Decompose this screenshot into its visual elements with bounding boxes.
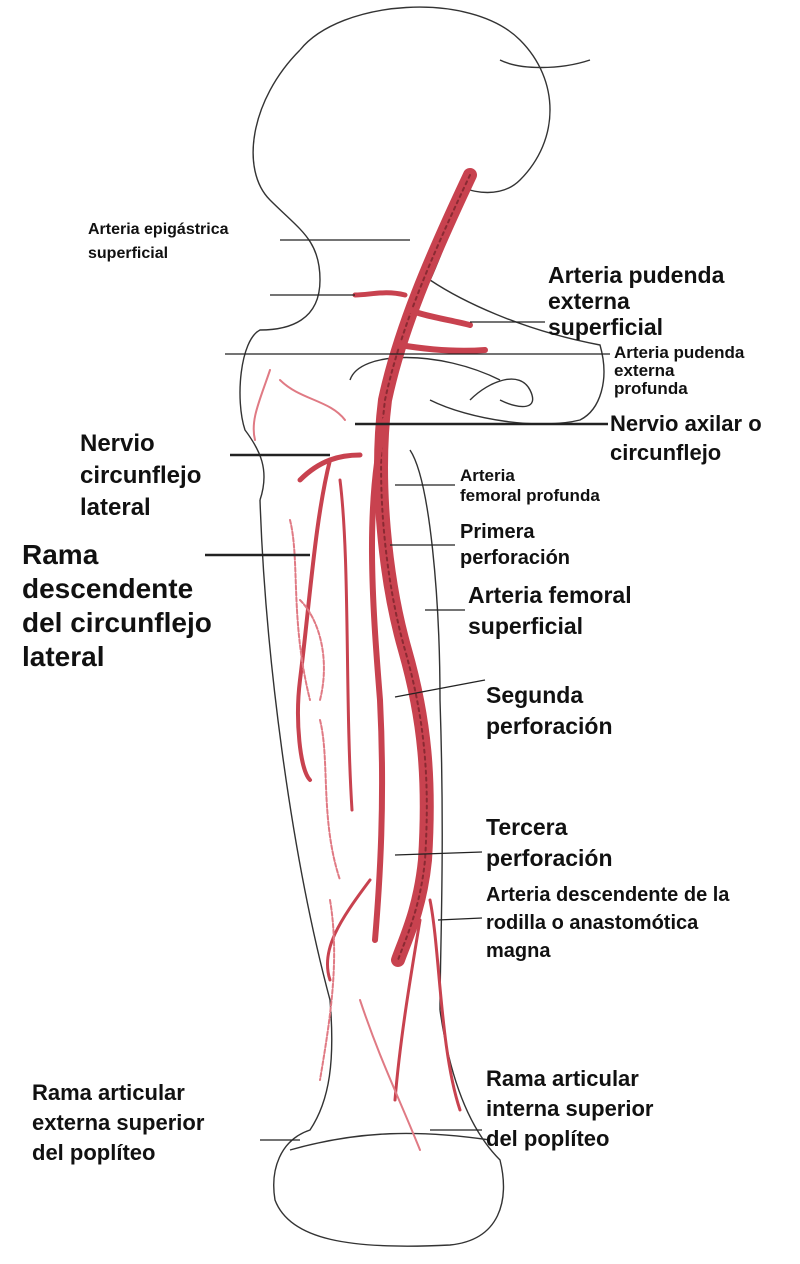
label-line: superficial bbox=[468, 613, 584, 639]
label-line: Nervio axilar o bbox=[610, 411, 762, 436]
label-rama-articular-externa: Rama articular externa superior del popl… bbox=[32, 1078, 204, 1168]
label-arteria-epigastrica-superficial: Arteria epigástrica superficial bbox=[88, 218, 229, 266]
label-primera-perforacion: Primera perforación bbox=[460, 519, 570, 571]
label-line: femoral profunda bbox=[460, 486, 600, 505]
label-line: Nervio bbox=[80, 430, 155, 457]
label-line: externa bbox=[548, 288, 630, 314]
label-line: perforación bbox=[486, 845, 613, 871]
label-line: Primera bbox=[460, 521, 535, 543]
label-line: Arteria pudenda bbox=[614, 343, 745, 362]
label-line: externa bbox=[614, 361, 675, 380]
label-line: Arteria epigástrica bbox=[88, 221, 229, 238]
label-line: Segunda bbox=[486, 682, 584, 708]
label-line: rodilla o anastomótica bbox=[486, 912, 699, 934]
label-line: lateral bbox=[22, 641, 105, 672]
label-line: superficial bbox=[548, 314, 664, 340]
label-line: externa superior bbox=[32, 1110, 205, 1135]
label-line: Arteria descendente de la bbox=[486, 884, 730, 906]
leader-lines bbox=[205, 239, 610, 1141]
label-nervio-axilar: Nervio axilar o circunflejo bbox=[610, 409, 762, 467]
label-arteria-femoral-profunda: Arteria femoral profunda bbox=[460, 466, 600, 506]
label-line: Rama bbox=[22, 539, 99, 570]
label-arteria-pudenda-externa-superficial: Arteria pudenda externa superficial bbox=[548, 262, 724, 340]
label-line: lateral bbox=[80, 494, 151, 521]
label-arteria-femoral-superficial: Arteria femoral superficial bbox=[468, 580, 632, 642]
label-line: perforación bbox=[486, 713, 613, 739]
label-line: circunflejo bbox=[610, 440, 722, 465]
label-line: Rama articular bbox=[32, 1080, 185, 1105]
label-line: perforación bbox=[460, 547, 571, 569]
label-line: superficial bbox=[88, 245, 169, 262]
label-segunda-perforacion: Segunda perforación bbox=[486, 680, 613, 742]
label-line: Arteria bbox=[460, 466, 515, 485]
label-line: Arteria femoral bbox=[468, 582, 632, 608]
label-line: Arteria pudenda bbox=[548, 262, 725, 288]
label-line: descendente bbox=[22, 573, 194, 604]
label-arteria-descendente-rodilla: Arteria descendente de la rodilla o anas… bbox=[486, 881, 729, 965]
label-line: del circunflejo bbox=[22, 607, 212, 638]
label-line: del poplíteo bbox=[32, 1140, 156, 1165]
label-line: profunda bbox=[614, 379, 688, 398]
label-rama-descendente: Rama descendente del circunflejo lateral bbox=[22, 538, 212, 674]
label-line: Tercera bbox=[486, 814, 568, 840]
label-tercera-perforacion: Tercera perforación bbox=[486, 812, 613, 874]
label-line: magna bbox=[486, 940, 551, 962]
arteries bbox=[252, 168, 488, 1151]
label-line: circunflejo bbox=[80, 462, 202, 489]
label-line: interna superior bbox=[486, 1096, 654, 1121]
label-line: del poplíteo bbox=[486, 1126, 610, 1151]
label-line: Rama articular bbox=[486, 1066, 639, 1091]
label-arteria-pudenda-externa-profunda: Arteria pudenda externa profunda bbox=[614, 344, 744, 398]
label-nervio-circunflejo-lateral: Nervio circunflejo lateral bbox=[80, 428, 201, 524]
label-rama-articular-interna: Rama articular interna superior del popl… bbox=[486, 1064, 653, 1154]
